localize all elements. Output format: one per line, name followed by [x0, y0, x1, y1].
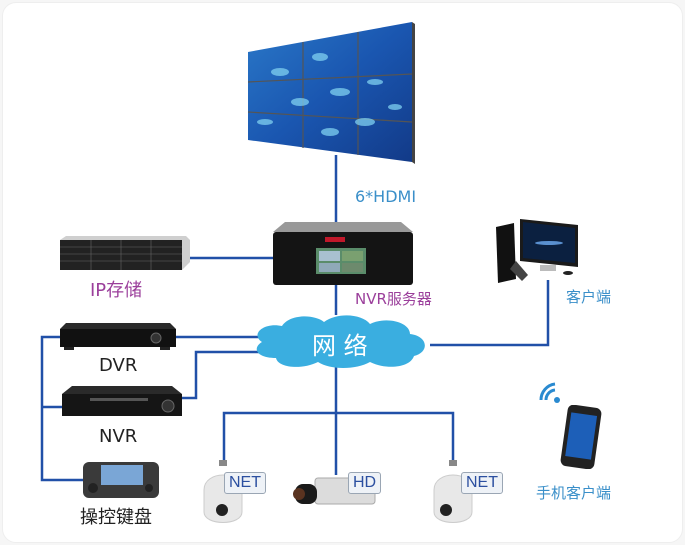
video-wall-image [245, 22, 415, 177]
control-keyboard-label: 操控键盘 [80, 507, 152, 528]
dvr-image [58, 323, 178, 351]
dvr-label: DVR [99, 355, 138, 376]
nvr-server-image [273, 222, 413, 285]
mobile-client-label: 手机客户端 [536, 484, 612, 502]
camera-tag-hd: HD [348, 472, 382, 494]
wifi-icon [535, 378, 563, 406]
camera-tag-net-1: NET [224, 472, 266, 494]
control-keyboard-image [83, 462, 159, 498]
ip-storage-image [58, 232, 190, 274]
ip-storage-label: IP存储 [90, 280, 143, 301]
wire-network-client [430, 280, 550, 347]
client-pc-label: 客户端 [566, 288, 612, 306]
client-pc-image [492, 215, 582, 285]
network-cloud [250, 312, 430, 370]
nvr-image [62, 386, 182, 418]
smartphone-image [556, 404, 602, 470]
wire-nvr-network [180, 350, 260, 400]
wire-left-bus [40, 335, 85, 482]
nvr-label: NVR [99, 426, 138, 447]
wire-camera-bus [222, 411, 455, 462]
camera-tag-net-2: NET [461, 472, 503, 494]
video-wall-label: 6*HDMI [355, 187, 417, 206]
network-label: 网 络 [312, 332, 368, 360]
nvr-server-label: NVR服务器 [355, 290, 432, 308]
